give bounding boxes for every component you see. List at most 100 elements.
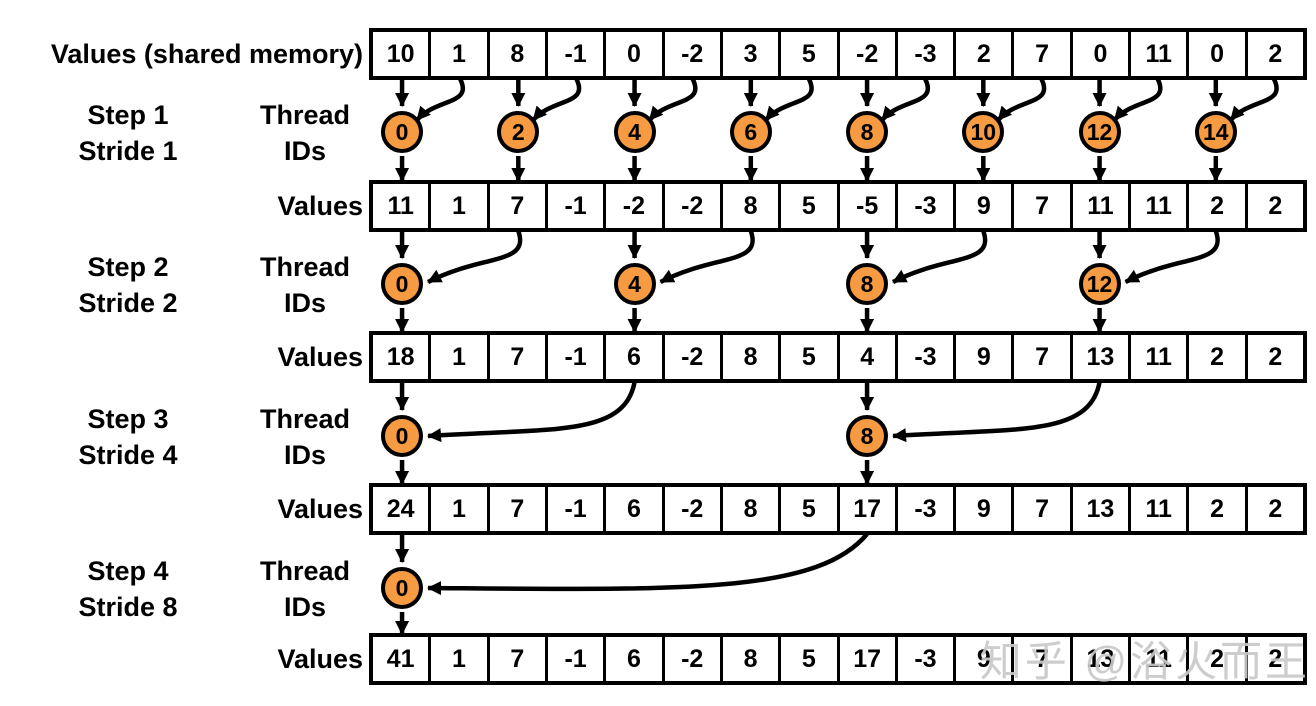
value-cell: 8 bbox=[723, 487, 782, 531]
value-cell: -1 bbox=[548, 335, 607, 379]
thread-ids-label: IDs bbox=[283, 592, 327, 622]
value-cell: 0 bbox=[1073, 32, 1132, 76]
stride-label: Stride 8 bbox=[78, 592, 178, 622]
arrow bbox=[427, 230, 523, 284]
value-cell: 5 bbox=[781, 184, 840, 228]
value-cell: -2 bbox=[665, 184, 723, 228]
thread-id-circle: 14 bbox=[1194, 111, 1237, 153]
value-cell: 2 bbox=[1268, 39, 1283, 68]
stride-label: Stride 4 bbox=[78, 440, 178, 470]
stride-label: Stride 2 bbox=[78, 288, 178, 318]
value-cell: 1 bbox=[431, 637, 490, 681]
value-cell: 9 bbox=[956, 637, 1015, 681]
value-cell: 13 bbox=[1073, 487, 1132, 531]
arrow bbox=[531, 77, 582, 122]
value-cell: -1 bbox=[548, 184, 607, 228]
thread-id-circle: 2 bbox=[497, 111, 540, 153]
value-cell: -3 bbox=[898, 184, 957, 228]
value-cell: 7 bbox=[490, 335, 548, 379]
value-cell: 9 bbox=[956, 184, 1015, 228]
value-cell: 2 bbox=[1268, 494, 1283, 523]
value-cell: 10 bbox=[373, 32, 432, 76]
thread-id-circle: 0 bbox=[381, 111, 424, 153]
value-cell: -3 bbox=[898, 32, 957, 76]
thread-ids-label: Thread bbox=[259, 252, 351, 282]
value-cell: 1 bbox=[431, 335, 490, 379]
value-cell: -3 bbox=[898, 637, 957, 681]
value-cell: -2 bbox=[840, 32, 898, 76]
value-cell: 8 bbox=[490, 32, 548, 76]
thread-ids-label: Thread bbox=[259, 100, 351, 130]
value-cell: 1 bbox=[431, 184, 490, 228]
arrow bbox=[892, 230, 988, 284]
value-cell: -1 bbox=[548, 637, 607, 681]
step-label: Step 2 bbox=[87, 252, 169, 282]
value-cell: 2 bbox=[1268, 644, 1283, 673]
watermark: 知乎 @浴火而王 bbox=[979, 638, 1310, 685]
value-cell: 8 bbox=[723, 184, 782, 228]
thread-id-circle: 0 bbox=[381, 415, 424, 457]
thread-id-circle: 12 bbox=[1078, 111, 1121, 153]
values-label: Values bbox=[277, 191, 363, 221]
value-cell: 11 bbox=[1073, 184, 1132, 228]
arrow bbox=[1112, 77, 1163, 122]
value-cell: 41 bbox=[373, 637, 432, 681]
value-cell: -1 bbox=[548, 32, 607, 76]
value-cell: 2 bbox=[1189, 487, 1248, 531]
value-cell: 17 bbox=[840, 637, 898, 681]
thread-id-circle: 4 bbox=[613, 111, 656, 153]
step-label: Step 1 bbox=[87, 100, 169, 130]
value-cell: 1 bbox=[431, 487, 490, 531]
value-cell: 13 bbox=[1073, 335, 1132, 379]
thread-ids-label: Thread bbox=[259, 556, 351, 586]
value-cell: 3 bbox=[723, 32, 782, 76]
value-cell: -2 bbox=[665, 487, 723, 531]
value-cell: 7 bbox=[490, 637, 548, 681]
value-cell: 8 bbox=[723, 637, 782, 681]
value-cell: -2 bbox=[665, 637, 723, 681]
thread-id-circle: 0 bbox=[381, 567, 424, 609]
value-cell: 0 bbox=[1189, 32, 1248, 76]
value-cell: 5 bbox=[781, 335, 840, 379]
thread-ids-label: IDs bbox=[283, 288, 327, 318]
value-cell: 6 bbox=[606, 637, 665, 681]
value-cell: 5 bbox=[781, 637, 840, 681]
value-cell: 2 bbox=[1268, 191, 1283, 220]
thread-id-circle: 10 bbox=[962, 111, 1005, 153]
arrow bbox=[647, 77, 698, 122]
value-cell: -5 bbox=[840, 184, 898, 228]
value-cell: 5 bbox=[781, 487, 840, 531]
value-cell: -3 bbox=[898, 335, 957, 379]
value-cell: 11 bbox=[1131, 637, 1190, 681]
thread-id-circle: 4 bbox=[613, 263, 656, 305]
value-cell: 24 bbox=[373, 487, 432, 531]
value-cell: 6 bbox=[606, 487, 665, 531]
thread-id-circle: 8 bbox=[846, 111, 889, 153]
value-cell: -1 bbox=[548, 487, 607, 531]
step-label: Step 4 bbox=[87, 556, 169, 586]
thread-id-circle: 0 bbox=[381, 263, 424, 305]
value-cell: -2 bbox=[665, 335, 723, 379]
value-cell: 7 bbox=[1014, 335, 1073, 379]
value-cell: 2 bbox=[1189, 335, 1248, 379]
thread-ids-label: IDs bbox=[283, 440, 327, 470]
value-cell: 11 bbox=[1131, 335, 1190, 379]
value-cell: 7 bbox=[490, 184, 548, 228]
value-cell: 1 bbox=[431, 32, 490, 76]
arrow bbox=[427, 532, 869, 596]
value-cell: 13 bbox=[1073, 637, 1132, 681]
value-cell: 11 bbox=[1131, 32, 1190, 76]
thread-id-circle: 8 bbox=[846, 415, 889, 457]
arrow bbox=[427, 381, 637, 443]
arrow bbox=[996, 77, 1047, 122]
thread-ids-label: Thread bbox=[259, 404, 351, 434]
arrow bbox=[892, 381, 1102, 443]
values-label: Values bbox=[277, 342, 363, 372]
value-cell: 11 bbox=[1131, 184, 1190, 228]
value-cell: 17 bbox=[840, 487, 898, 531]
value-cell: 18 bbox=[373, 335, 432, 379]
